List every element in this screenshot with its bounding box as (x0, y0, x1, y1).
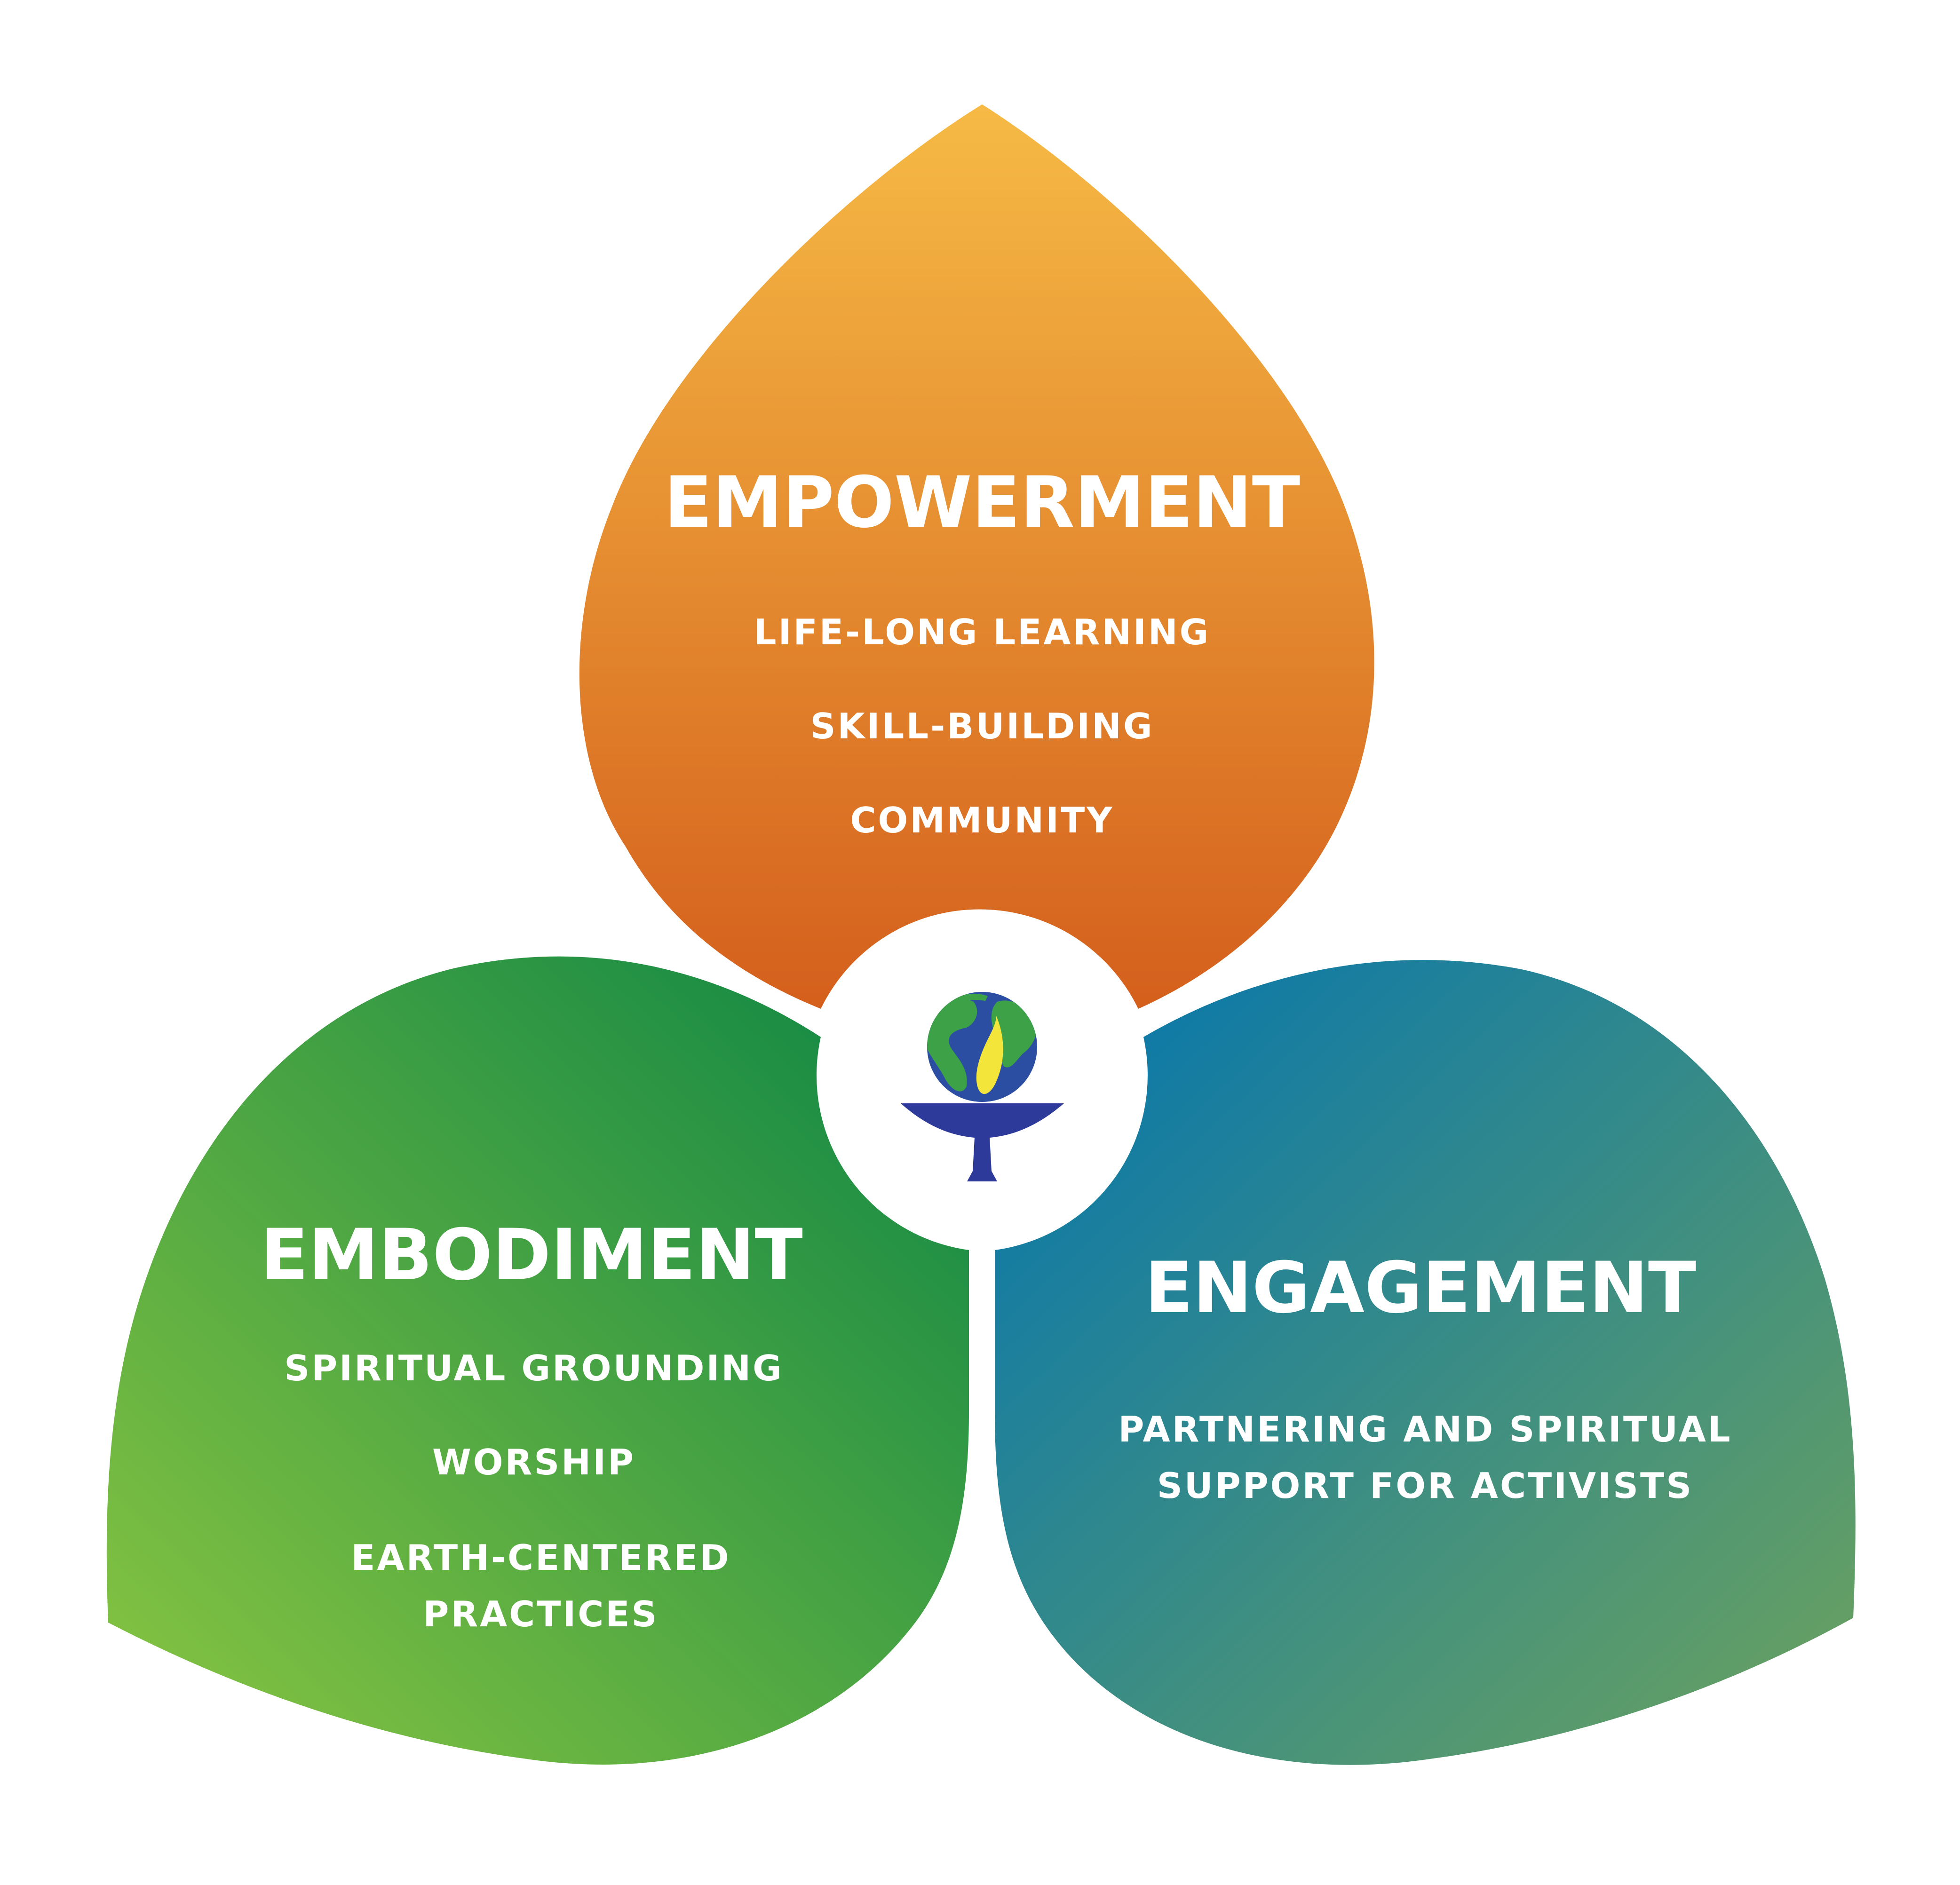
embodiment-petal-shape (106, 956, 969, 1765)
empowerment-item: LIFE-LONG LEARNING (754, 611, 1210, 653)
embodiment-title: EMBODIMENT (260, 1214, 803, 1296)
engagement-petal-shape (995, 960, 1856, 1765)
empowerment-title: EMPOWERMENT (664, 462, 1300, 544)
embodiment-item: PRACTICES (423, 1593, 659, 1635)
engagement-item: PARTNERING AND SPIRITUAL (1118, 1409, 1732, 1450)
empowerment-item: SKILL-BUILDING (810, 705, 1154, 747)
empowerment-petal-shape (579, 104, 1374, 1009)
empowerment-petal: EMPOWERMENT LIFE-LONG LEARNING SKILL-BUI… (579, 104, 1374, 1009)
chalice-stem (967, 1137, 997, 1181)
chalice-globe-icon (901, 992, 1064, 1181)
globe-land (955, 993, 988, 1002)
embodiment-petal: EMBODIMENT SPIRITUAL GROUNDING WORSHIP E… (106, 956, 969, 1765)
engagement-petal: ENGAGEMENT PARTNERING AND SPIRITUAL SUPP… (995, 960, 1856, 1765)
embodiment-item: EARTH-CENTERED (351, 1537, 730, 1578)
engagement-item: SUPPORT FOR ACTIVISTS (1157, 1465, 1693, 1506)
engagement-title: ENGAGEMENT (1145, 1247, 1696, 1329)
flame-icon (976, 1016, 1003, 1094)
embodiment-item: SPIRITUAL GROUNDING (284, 1347, 783, 1389)
globe-land (927, 998, 977, 1092)
empowerment-item: COMMUNITY (850, 800, 1114, 841)
embodiment-item: WORSHIP (432, 1441, 635, 1483)
chalice-bowl (901, 1103, 1064, 1138)
